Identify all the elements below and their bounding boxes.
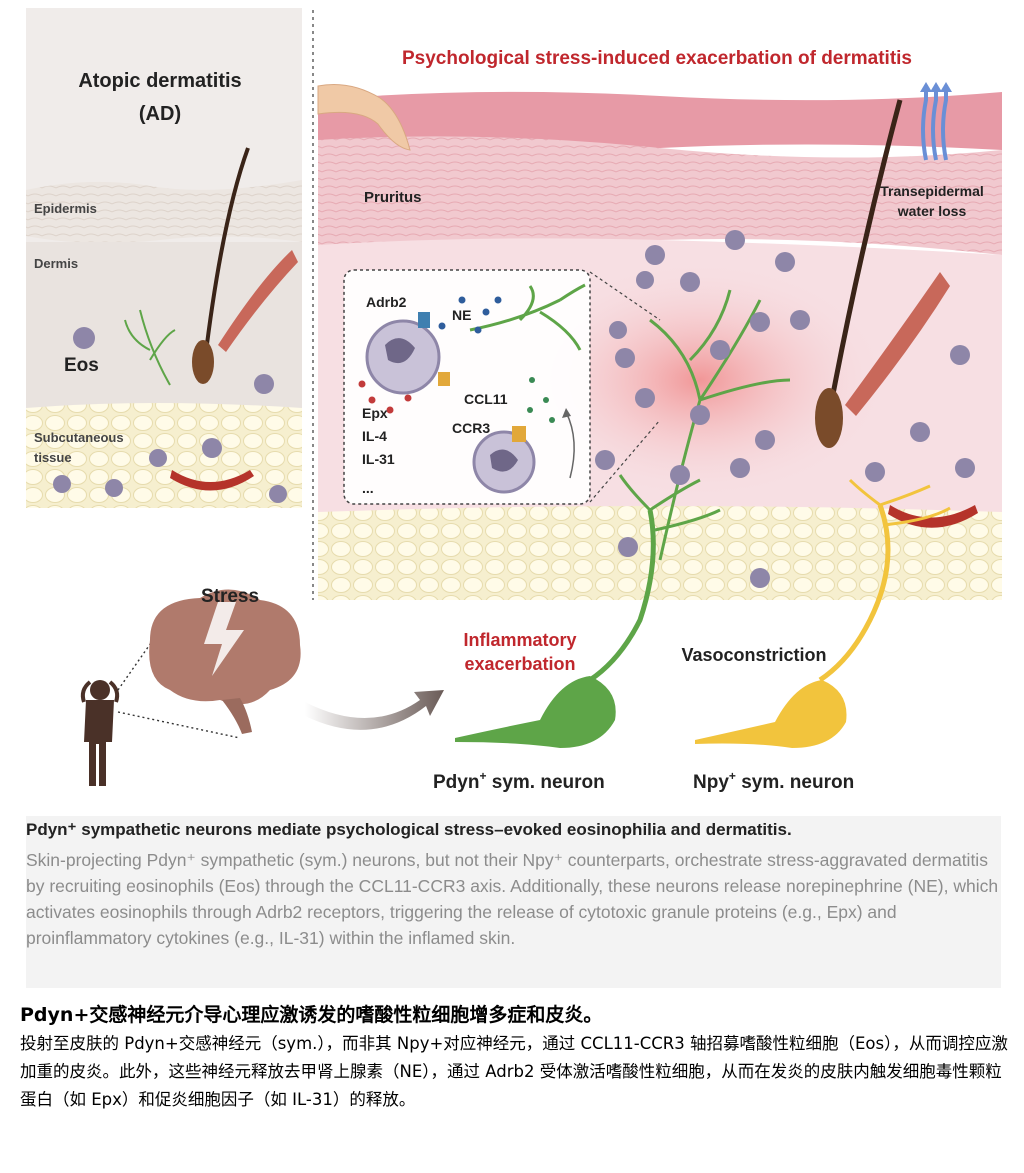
figure-diagram: Atopic dermatitis (AD) Epidermis Dermis … (26, 8, 1002, 793)
stress-arrow-icon (305, 690, 444, 730)
label-tewl-2: water loss (897, 203, 967, 219)
pdyn-neuron-body (455, 676, 616, 748)
label-tewl-1: Transepidermal (880, 183, 984, 199)
chinese-translation-box (0, 990, 1024, 1173)
left-hair-follicle (192, 340, 214, 384)
ccl11-molecules (527, 377, 555, 423)
label-subcutaneous-1: Subcutaneous (34, 430, 124, 445)
main-epidermis-layer (318, 136, 1002, 255)
adrb2-receptor-icon (418, 312, 430, 328)
label-inflammatory-1: Inflammatory (463, 630, 576, 650)
left-eosinophil (73, 327, 95, 349)
left-title-line1: Atopic dermatitis (78, 70, 241, 92)
label-inflammatory-2: exacerbation (464, 654, 575, 674)
left-arrector-muscle (218, 250, 298, 352)
caption-box (26, 816, 1001, 988)
main-hair-shaft (827, 99, 903, 411)
main-hair-follicle (815, 388, 843, 448)
label-stress: Stress (201, 586, 259, 607)
migration-arrow-icon (565, 411, 575, 479)
ne-molecules (438, 296, 502, 334)
stress-pathway: Stress Inflammatory exacerbation Vasocon… (80, 474, 951, 793)
scratching-hand (317, 84, 411, 151)
left-eosinophil (269, 485, 287, 503)
left-eosinophil (105, 479, 123, 497)
main-panel-stress: Adrb2 NE Epx IL-4 IL-31 ... CCL11 CCR3 P… (317, 8, 1002, 600)
left-eosinophil (254, 374, 274, 394)
left-panel-ad: Atopic dermatitis (AD) Epidermis Dermis … (26, 8, 302, 508)
label-ne: NE (452, 307, 471, 323)
label-pdyn-neuron: Pdyn+ sym. neuron (433, 769, 605, 793)
ccr3-receptor-icon (512, 426, 526, 442)
stressed-person-icon (80, 680, 120, 786)
pdyn-axon (588, 509, 656, 683)
npy-neuron-body (695, 680, 847, 748)
main-stratum-corneum (318, 91, 1002, 151)
left-eosinophil (202, 438, 222, 458)
label-epidermis: Epidermis (34, 201, 97, 216)
left-nerve-fibers (124, 309, 176, 386)
left-eosinophil (149, 449, 167, 467)
left-title-line2: (AD) (139, 103, 181, 125)
label-epx: Epx (362, 405, 388, 421)
label-ccr3: CCR3 (452, 420, 490, 436)
left-eosinophil (53, 475, 71, 493)
granule-proteins (358, 380, 412, 414)
main-eosinophils (595, 230, 975, 588)
label-subcutaneous-2: tissue (34, 450, 72, 465)
main-title: Psychological stress-induced exacerbatio… (402, 48, 912, 69)
tewl-arrows-icon (920, 82, 952, 161)
label-vasoconstriction: Vasoconstriction (681, 645, 826, 665)
label-ccl11: CCL11 (464, 391, 508, 407)
caption-title: Pdyn⁺ sympathetic neurons mediate psycho… (26, 820, 792, 839)
lightning-bolt-icon (204, 602, 244, 676)
label-eos: Eos (64, 355, 99, 376)
label-il31: IL-31 (362, 451, 395, 467)
label-dermis: Dermis (34, 256, 78, 271)
left-blood-vessel (170, 470, 254, 491)
inset-nerve-terminal (469, 283, 586, 351)
ccr3-receptor-icon (438, 372, 450, 386)
npy-axon (818, 504, 891, 683)
label-adrb2: Adrb2 (366, 294, 407, 310)
chinese-body: 投射至皮肤的 Pdyn+交感神经元（sym.），而非其 Npy+对应神经元，通过… (20, 1034, 1008, 1109)
label-il4: IL-4 (362, 428, 387, 444)
left-hair-shaft (203, 147, 250, 361)
chinese-title: Pdyn+交感神经元介导心理应激诱发的嗜酸性粒细胞增多症和皮炎。 (20, 1004, 603, 1026)
label-ellipsis: ... (362, 480, 374, 496)
label-npy-neuron: Npy+ sym. neuron (693, 769, 854, 793)
main-subcutaneous-layer (318, 506, 1002, 600)
label-pruritus: Pruritus (364, 189, 422, 206)
inset-mechanism: Adrb2 NE Epx IL-4 IL-31 ... CCL11 CCR3 (343, 269, 661, 505)
main-arrector-muscle (845, 272, 950, 416)
caption-body: Skin-projecting Pdyn⁺ sympathetic (sym.)… (26, 850, 999, 948)
